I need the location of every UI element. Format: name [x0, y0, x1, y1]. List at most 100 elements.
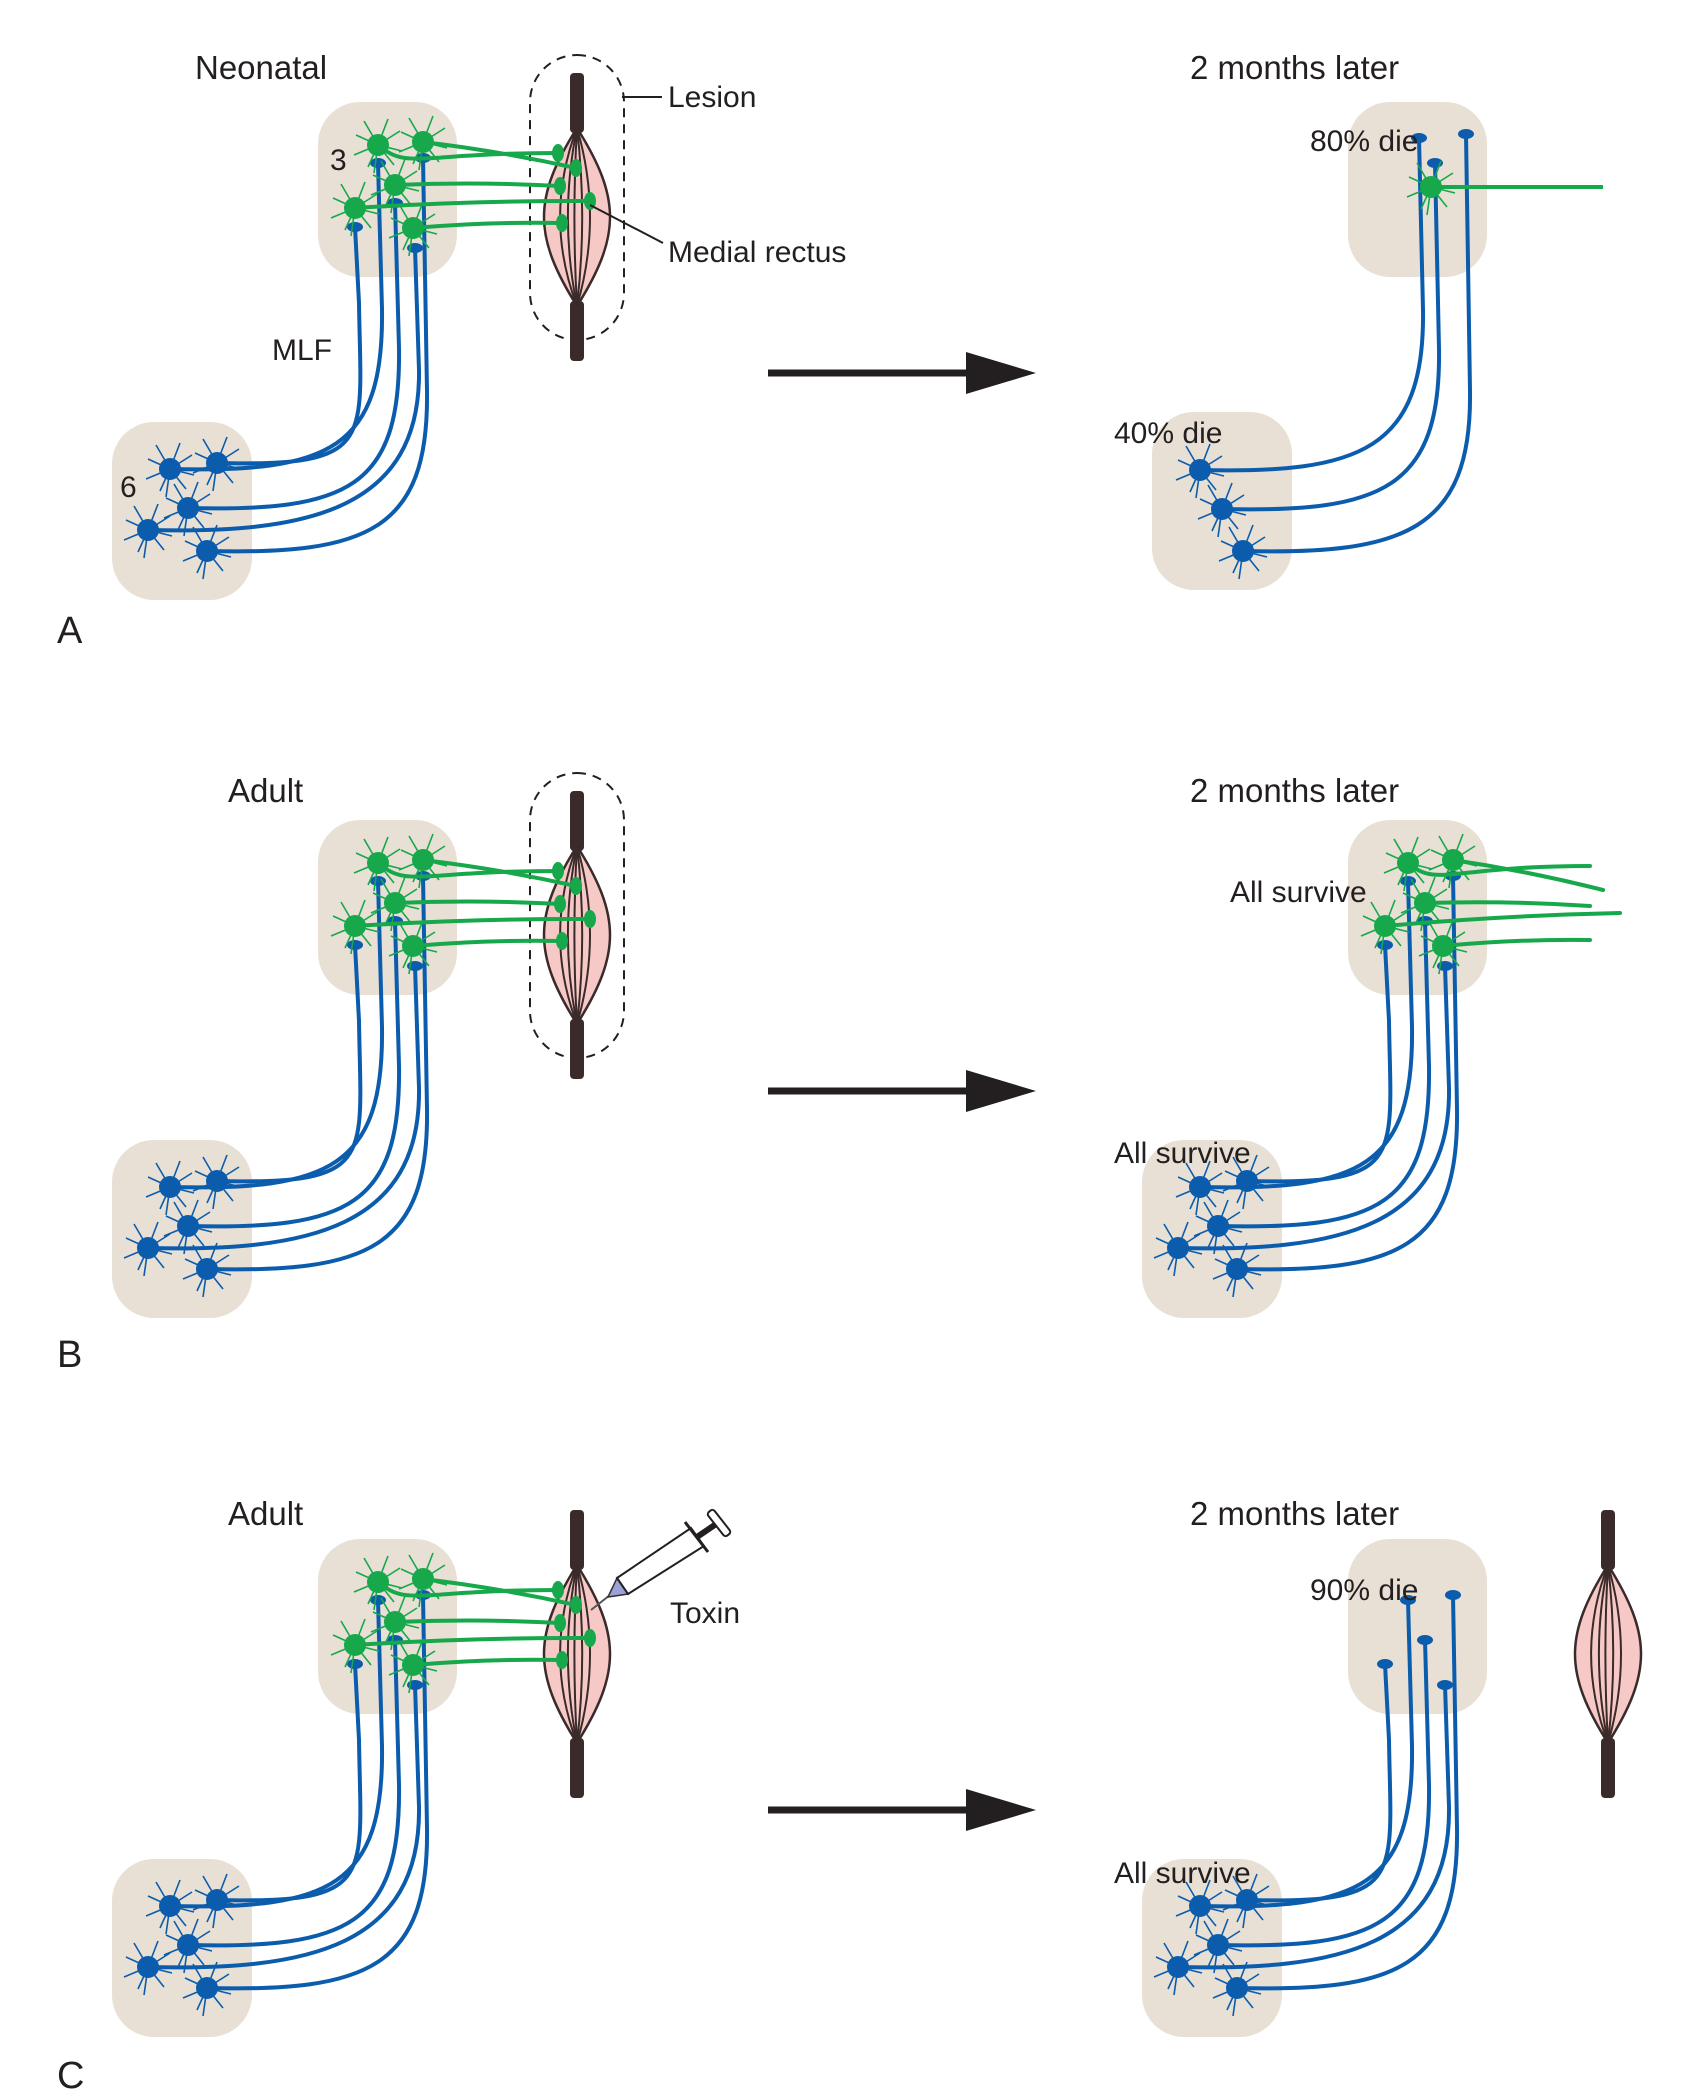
cell-body [367, 852, 389, 874]
tendon-bottom [570, 1019, 584, 1079]
cell-body [344, 197, 366, 219]
abducens-interneuron [1197, 482, 1247, 538]
cell-body [1232, 540, 1254, 562]
mlf-axon [186, 1638, 402, 1948]
mlf-axon [205, 1593, 430, 1991]
muscle-fiber [566, 845, 578, 1025]
oculomotor-motoneuron [370, 1595, 420, 1651]
panel-a-before-title: Neonatal [195, 49, 327, 86]
oculomotor-motoneuron [370, 158, 420, 214]
abducens-interneuron [192, 1873, 242, 1929]
cell-body [1167, 1956, 1189, 1978]
syringe-needle [590, 1594, 611, 1611]
oculomotor-motoneuron [353, 836, 403, 892]
syringe-thumb [706, 1508, 732, 1538]
cell-body [196, 540, 218, 562]
mlf-axon [146, 1683, 422, 1970]
motor-axon [353, 916, 592, 928]
oculomotor-motoneuron [1400, 876, 1450, 932]
abducens-interneuron [1175, 1160, 1225, 1216]
cell-body [367, 134, 389, 156]
endplate [556, 214, 568, 232]
transition-arrow [768, 1070, 1036, 1112]
axon-terminal [1417, 1635, 1433, 1645]
muscle-fiber [573, 845, 578, 1025]
mlf-axon [1220, 161, 1442, 512]
panel-c-before-title: Adult [228, 1495, 303, 1532]
nucleus-6-status: All survive [1114, 1857, 1251, 1890]
oculomotor-motoneuron [388, 201, 438, 257]
syringe-flange [683, 1521, 710, 1553]
cell-body [384, 892, 406, 914]
muscle-fiber [566, 1564, 578, 1744]
axon-terminal [1445, 1590, 1461, 1600]
motor-axon [1441, 937, 1592, 948]
abducens-interneuron [182, 1961, 232, 2017]
mlf-axon [205, 156, 430, 554]
mlf-axon [168, 161, 385, 472]
cell-body [206, 1170, 228, 1192]
mlf-label: MLF [272, 334, 332, 367]
cell-body [412, 131, 434, 153]
cell-body [177, 1934, 199, 1956]
transition-arrow [768, 1789, 1036, 1831]
abducens-interneuron [1218, 524, 1268, 580]
panel-a-letter: A [57, 610, 83, 652]
motor-axon [1406, 861, 1592, 877]
tendon-top [570, 791, 584, 851]
abducens-interneuron [1193, 1918, 1243, 1974]
endplate [584, 1629, 596, 1647]
endplate [554, 177, 566, 195]
abducens-interneuron [123, 1940, 173, 1996]
cell-body [1189, 1895, 1211, 1917]
muscle-fiber [576, 1564, 584, 1744]
muscle-fiber [1604, 1564, 1609, 1744]
cell-body [206, 1889, 228, 1911]
mlf-axon [146, 246, 422, 533]
mlf-axon [186, 919, 402, 1229]
axon-terminal [370, 1595, 386, 1605]
cell-body [196, 1977, 218, 1999]
cell-body [159, 1176, 181, 1198]
cell-body [1226, 1977, 1248, 1999]
muscle-belly [1573, 1562, 1643, 1746]
nucleus-6-status: All survive [1114, 1137, 1251, 1170]
medial-rectus-muscle [542, 1510, 612, 1798]
oculomotor-nucleus [1348, 102, 1487, 277]
oculomotor-motoneuron [330, 899, 380, 955]
nucleus-3-label: 3 [330, 144, 347, 177]
endplate [556, 1651, 568, 1669]
oculomotor-motoneuron [1418, 919, 1468, 975]
nucleus-6-label: 6 [120, 471, 137, 504]
cell-body [1189, 1176, 1211, 1198]
axon-terminal [370, 876, 386, 886]
motor-axon [411, 1657, 564, 1667]
arrow-head [966, 1070, 1036, 1112]
panel-b-after-title: 2 months later [1190, 772, 1399, 809]
abducens-interneuron [145, 442, 195, 498]
endplate [584, 910, 596, 928]
medial-rectus-muscle [1573, 1510, 1643, 1798]
nucleus-6-status: 40% die [1114, 417, 1222, 450]
tendon-top [570, 1510, 584, 1570]
axon-terminal [347, 222, 363, 232]
muscle-fiber [576, 1564, 591, 1744]
panel-a-after-title: 2 months later [1190, 49, 1399, 86]
cell-body [384, 174, 406, 196]
oculomotor-motoneuron [330, 1618, 380, 1674]
cell-body [177, 497, 199, 519]
axon-terminal [1377, 1659, 1393, 1669]
arrow-head [966, 352, 1036, 394]
oculomotor-motoneuron [398, 115, 448, 171]
cell-body [159, 458, 181, 480]
syringe-barrel [615, 1526, 706, 1596]
motor-axon [1451, 858, 1605, 892]
cell-body [402, 935, 424, 957]
cell-body [1420, 176, 1442, 198]
endplate [556, 932, 568, 950]
axon-terminal [370, 158, 386, 168]
panel-b-after-diagram [1142, 820, 1622, 1318]
cell-body [384, 1611, 406, 1633]
cell-body [402, 217, 424, 239]
motor-axon [353, 1635, 592, 1647]
